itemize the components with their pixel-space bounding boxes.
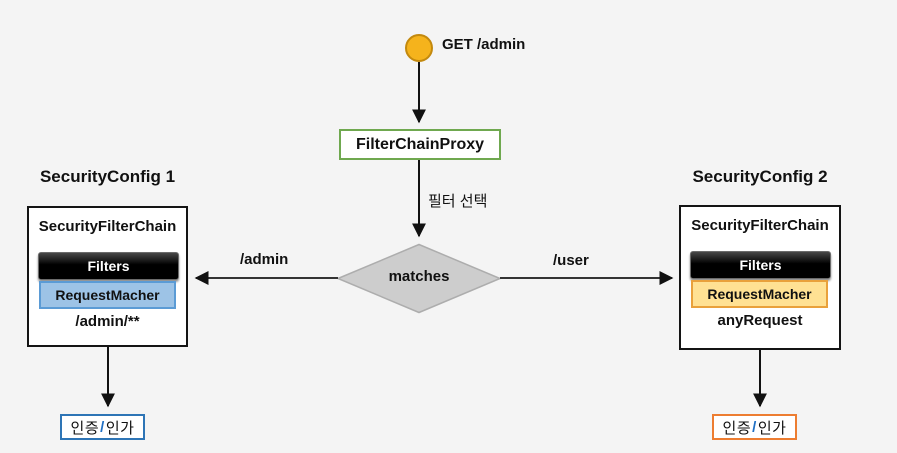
config2-filters-label: Filters bbox=[739, 257, 782, 273]
config2-node: SecurityFilterChain Filters RequestMache… bbox=[679, 205, 841, 350]
config2-chain-label: SecurityFilterChain bbox=[691, 217, 829, 234]
config1-auth-pre: 인증 bbox=[70, 419, 100, 437]
filter-chain-proxy-label: FilterChainProxy bbox=[355, 135, 485, 153]
config2-pattern-label: anyRequest bbox=[717, 312, 803, 329]
config1-filters-box: Filters bbox=[38, 252, 179, 280]
decision-label: matches bbox=[388, 268, 450, 285]
config2-filters-box: Filters bbox=[690, 251, 831, 279]
config2-auth-slash: / bbox=[752, 418, 757, 436]
request-label: GET /admin bbox=[442, 36, 526, 53]
config1-node: SecurityFilterChain Filters RequestMache… bbox=[27, 206, 188, 347]
config1-auth-post: 인가 bbox=[105, 419, 135, 437]
config2-auth-box: 인증/인가 bbox=[712, 414, 797, 440]
config2-auth-pre: 인증 bbox=[722, 419, 752, 437]
config2-matcher-box: RequestMacher bbox=[691, 280, 828, 308]
start-node-icon bbox=[405, 34, 433, 62]
config2-auth-post: 인가 bbox=[757, 419, 787, 437]
config1-matcher-label: RequestMacher bbox=[55, 287, 160, 303]
config1-pattern-label: /admin/** bbox=[75, 313, 140, 330]
config1-auth-slash: / bbox=[100, 418, 105, 436]
edge-label-admin: /admin bbox=[240, 251, 289, 268]
config2-title: SecurityConfig 2 bbox=[692, 167, 828, 186]
filter-select-label: 필터 선택 bbox=[428, 193, 488, 210]
config1-matcher-box: RequestMacher bbox=[39, 281, 176, 309]
edge-label-user: /user bbox=[553, 252, 589, 269]
config2-matcher-label: RequestMacher bbox=[707, 286, 812, 302]
config1-title: SecurityConfig 1 bbox=[39, 167, 176, 186]
config1-chain-label: SecurityFilterChain bbox=[38, 218, 177, 235]
config1-auth-box: 인증/인가 bbox=[60, 414, 145, 440]
config1-filters-label: Filters bbox=[87, 258, 130, 274]
filter-chain-proxy-node: FilterChainProxy bbox=[339, 129, 501, 160]
